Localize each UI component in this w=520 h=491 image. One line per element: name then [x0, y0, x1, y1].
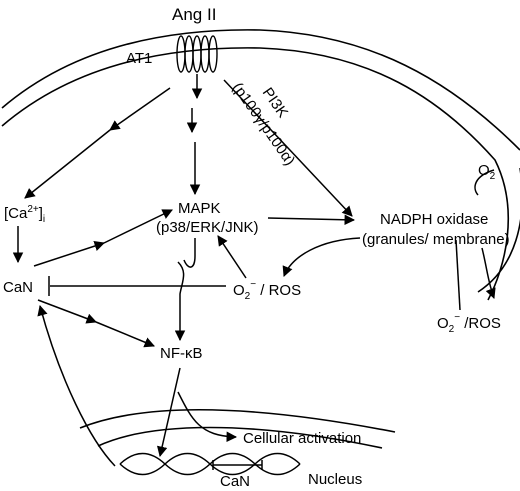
dna-helix-icon	[119, 452, 301, 476]
arrow-dna-to-can	[37, 304, 116, 467]
arrow-can-to-nfkb	[95, 321, 155, 348]
mapk-label: MAPK	[178, 200, 221, 217]
arrow-to-mapk-left	[103, 209, 173, 244]
calcineurin-label: CaN	[3, 279, 33, 296]
nfkb-label: NF-κB	[160, 345, 203, 362]
arrow-can-mid	[37, 299, 97, 324]
cell-membrane-outer-right	[477, 168, 520, 293]
nadph-oxidase-label: NADPH oxidase	[380, 211, 488, 228]
nuclear-envelope-outer	[79, 408, 396, 433]
oxygen-label: O2	[478, 162, 496, 182]
cell-membrane-outer	[1, 29, 520, 151]
arrow-to-calcium	[24, 129, 111, 199]
arrow-can-to-mid	[33, 240, 105, 267]
ros-efflux-line-1	[455, 239, 461, 311]
cell-membrane-inner	[1, 47, 510, 301]
calcium-label: [Ca2+]i	[4, 204, 45, 225]
mapk-to-nfkb-curve	[183, 238, 196, 268]
ros-efflux-arrow	[481, 247, 496, 299]
ang-ii-label: Ang II	[172, 5, 216, 24]
arrow-nadph-to-ros	[282, 237, 361, 277]
can-gene-label: CaN	[220, 473, 250, 490]
arrow-nfkb-to-dna	[156, 367, 181, 458]
arrow-at1-left	[109, 87, 171, 131]
nucleus-label: Nucleus	[308, 471, 362, 488]
arrow-ros-to-mapk	[217, 235, 247, 279]
arrow-to-nfkb	[174, 261, 186, 342]
mapk-detail-label: (p38/ERK/JNK)	[156, 219, 259, 236]
nuclear-envelope-inner	[97, 426, 383, 449]
arrow-mapk-to-nadph	[267, 214, 356, 226]
at1-label: AT1	[126, 50, 152, 67]
superoxide-ros-label: O2− / ROS	[233, 279, 301, 302]
pathway-arrows	[12, 74, 496, 467]
arrow-pi3k-to-nadph	[223, 79, 353, 217]
nadph-detail-label: (granules/ membrane)	[362, 231, 510, 248]
arrow-to-cellular-activation	[177, 391, 238, 442]
superoxide-ros-extracellular-label: O2− /ROS	[437, 312, 501, 335]
oxygen-line	[474, 169, 495, 196]
at1-receptor-icon	[176, 35, 218, 73]
cellular-activation-label: Cellular activation	[243, 430, 361, 447]
